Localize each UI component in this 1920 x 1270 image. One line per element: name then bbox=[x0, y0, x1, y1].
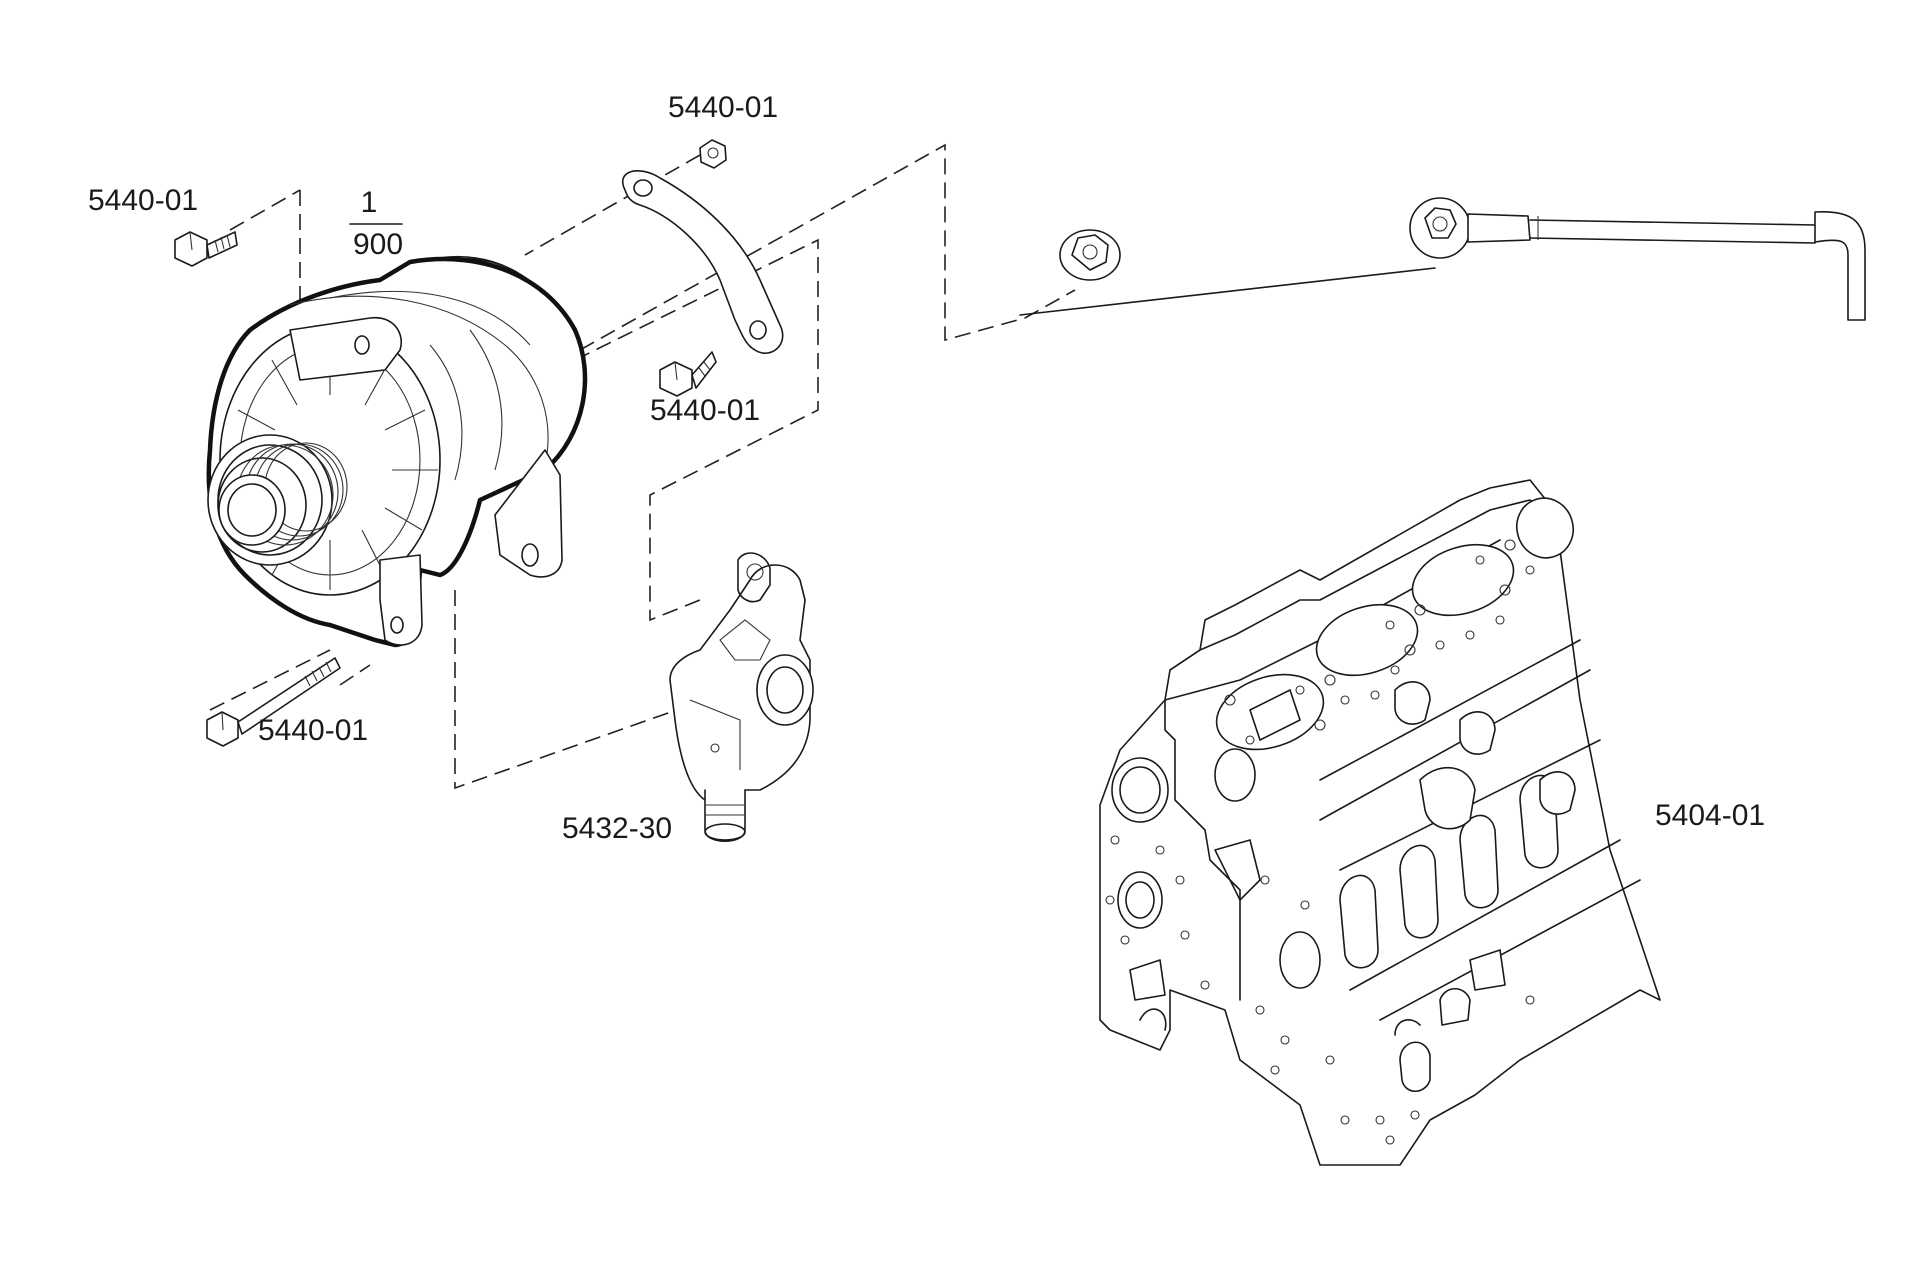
part-labels: 5440-01 1 900 5440-01 5440-01 5440-01 54… bbox=[88, 91, 1765, 845]
alternator bbox=[206, 256, 588, 648]
adjusting-strap bbox=[622, 170, 784, 354]
label-bracket: 5432-30 bbox=[562, 812, 672, 845]
bolt-lower-left bbox=[206, 657, 341, 747]
bolt-middle bbox=[659, 351, 717, 397]
bolt-upper-left bbox=[174, 231, 238, 267]
label-engine-block: 5404-01 bbox=[1655, 799, 1765, 832]
bracket bbox=[669, 552, 814, 842]
cable bbox=[1409, 197, 1866, 321]
assembly-lines bbox=[209, 143, 1076, 790]
label-nut-top: 5440-01 bbox=[668, 91, 778, 124]
label-bolt-lower-left: 5440-01 bbox=[258, 714, 368, 747]
label-bolt-upper-left: 5440-01 bbox=[88, 184, 198, 217]
connector-lines bbox=[1019, 267, 1436, 316]
engine-block bbox=[1099, 479, 1661, 1166]
label-fraction-numerator: 1 bbox=[361, 186, 378, 219]
label-fraction-denominator: 900 bbox=[353, 228, 403, 261]
nut-top bbox=[699, 139, 727, 169]
label-bolt-middle: 5440-01 bbox=[650, 394, 760, 427]
flange-nut bbox=[1059, 229, 1121, 281]
